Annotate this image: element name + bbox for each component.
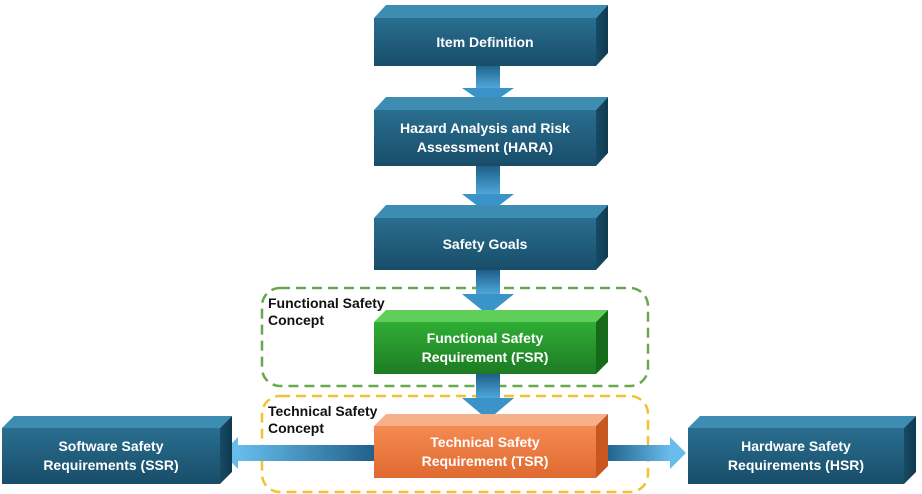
- arrow-tsr-to-hsr: [604, 437, 686, 469]
- arrow-fsr-to-tsr: [462, 374, 514, 420]
- safety-goals-box: [374, 205, 608, 270]
- ssr-box: [2, 416, 232, 484]
- hara-box: [374, 97, 608, 166]
- functional-concept-label: Functional Safety Concept: [268, 295, 385, 328]
- tsr-label: Technical Safety Requirement (TSR): [421, 434, 549, 469]
- technical-concept-region: [260, 394, 650, 494]
- functional-concept-region: [260, 286, 650, 388]
- item-definition-box: [374, 5, 608, 66]
- hara-label: Hazard Analysis and Risk Assessment (HAR…: [400, 120, 570, 155]
- ssr-label: Software Safety Requirements (SSR): [43, 438, 179, 473]
- safety-goals-label: Safety Goals: [442, 235, 528, 252]
- item-definition-label: Item Definition: [436, 33, 534, 50]
- technical-concept-label: Technical Safety Concept: [268, 403, 378, 436]
- arrow-goals-to-fsr: [462, 270, 514, 315]
- fsr-label: Functional Safety Requirement (FSR): [421, 330, 549, 365]
- hsr-label: Hardware Safety Requirements (HSR): [727, 438, 865, 473]
- fsr-box: [374, 310, 608, 374]
- arrow-tsr-to-ssr: [222, 437, 378, 469]
- arrow-hara-to-goals: [462, 166, 514, 214]
- tsr-box: [374, 414, 608, 478]
- hsr-box: [688, 416, 916, 484]
